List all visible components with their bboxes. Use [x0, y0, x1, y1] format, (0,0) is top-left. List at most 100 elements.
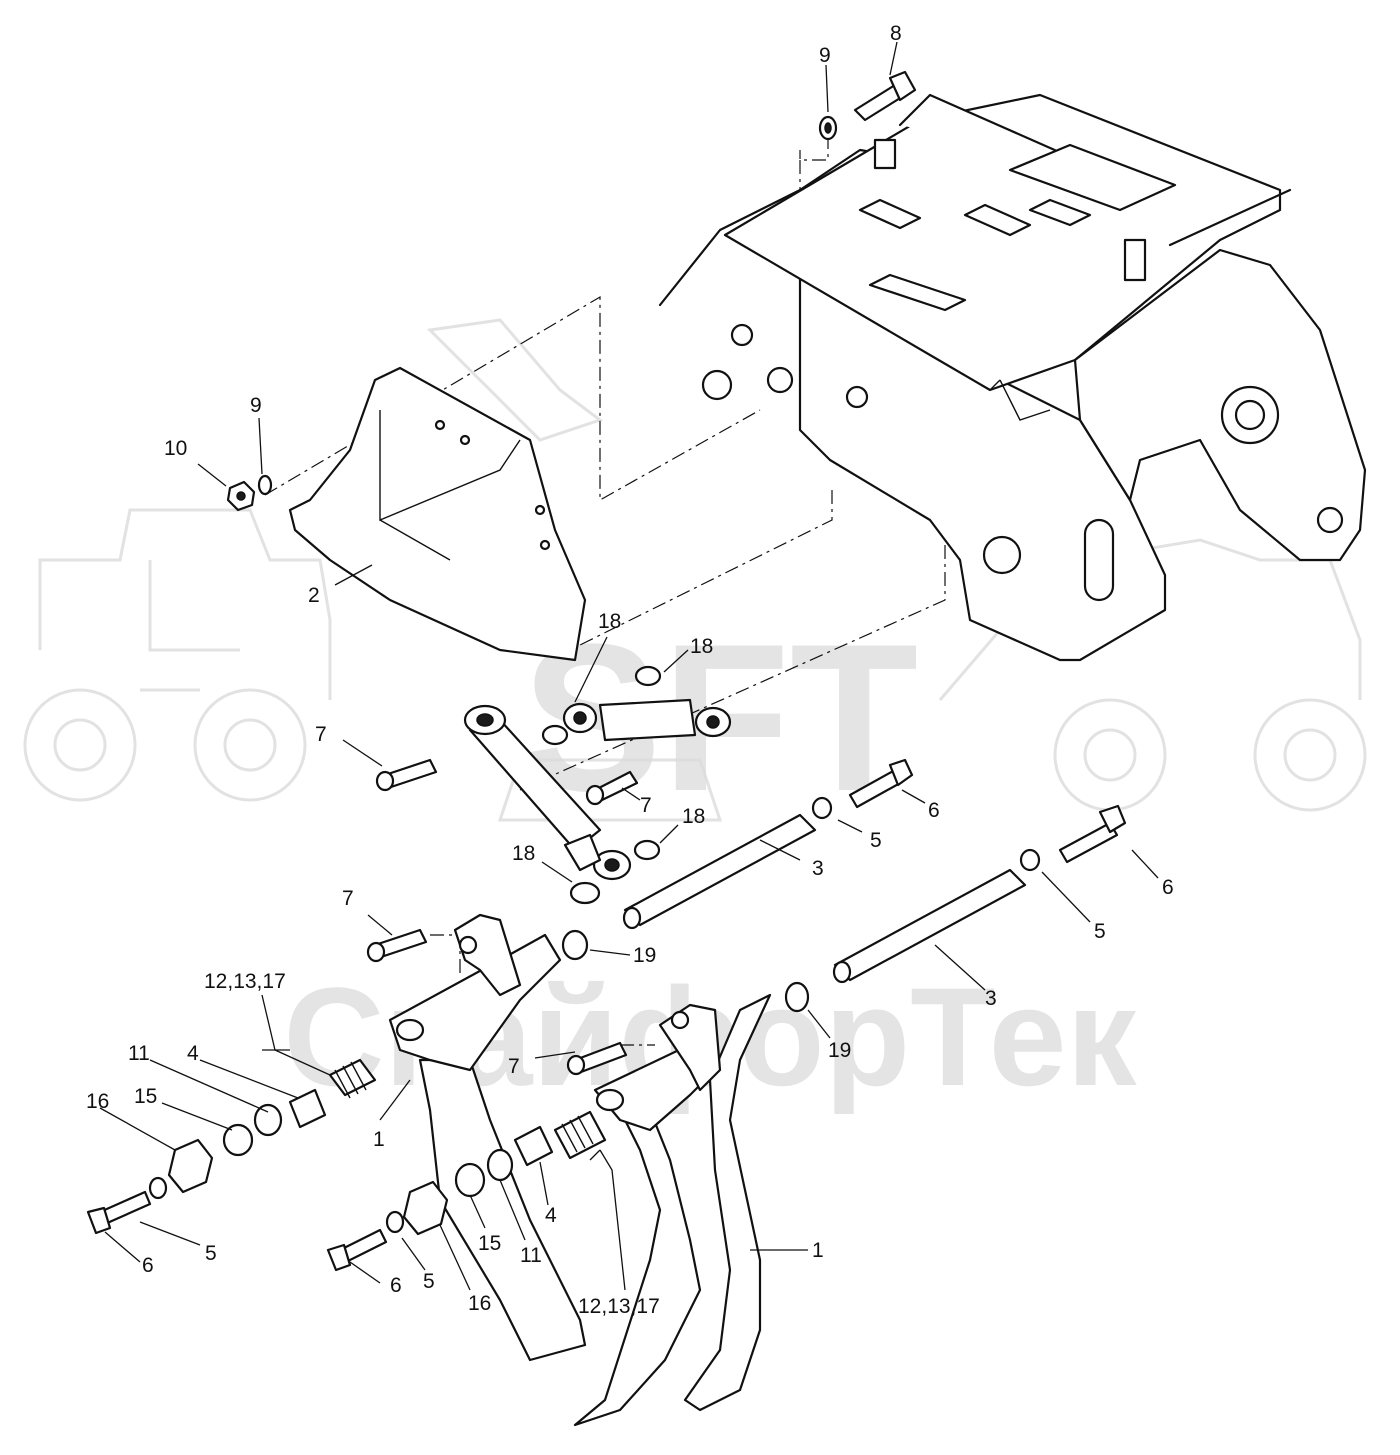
pin-7-c-head [366, 941, 386, 963]
spring-12-left-coils [334, 1061, 367, 1099]
ring-19-lower [784, 981, 810, 1013]
callout-9-top: 9 [819, 44, 831, 67]
pins-7-upper [375, 758, 639, 806]
callout-19-b: 19 [828, 1039, 851, 1062]
washer-5-lower [1019, 848, 1041, 872]
frame-bracket-b [1123, 238, 1147, 282]
callout-11-b: 11 [520, 1244, 542, 1267]
washer-9-top-hole [824, 122, 832, 134]
pedal-right-tail [683, 993, 772, 1412]
callout-10: 10 [164, 437, 187, 460]
callout-12-13-17-b: 12,13,17 [578, 1295, 660, 1318]
callout-18-c: 18 [682, 805, 705, 828]
floor-plate-2 [226, 366, 587, 662]
frame-slot-1 [868, 273, 967, 312]
callout-6-c: 6 [142, 1254, 154, 1277]
cylinder-right [562, 698, 732, 742]
nut-16-right [402, 1180, 449, 1236]
frame-hole-5 [982, 535, 1022, 575]
callout-6-a: 6 [928, 799, 940, 822]
callout-18-a: 18 [598, 610, 621, 633]
callout-18-b: 18 [690, 635, 713, 658]
bushing-18-d [569, 881, 601, 905]
callout-19-a: 19 [633, 944, 656, 967]
callout-7-a: 7 [315, 723, 327, 746]
frame-slot-4 [858, 198, 922, 230]
floor-plate-hole-3 [534, 504, 546, 516]
bolt-6-lower-head [1098, 804, 1127, 834]
callout-11-a: 11 [128, 1042, 150, 1065]
shaft-3-lower-end [832, 960, 852, 984]
callout-labels: 8 9 9 10 2 18 18 18 18 7 7 7 7 6 6 6 6 5… [86, 22, 1174, 1318]
cylinder-left-rod [563, 833, 602, 872]
callout-5-c: 5 [205, 1242, 217, 1265]
chassis-frame [658, 93, 1367, 662]
pedal-right-arm [573, 1108, 702, 1427]
frame-edge-line [989, 379, 1051, 421]
callout-5-b: 5 [1094, 920, 1106, 943]
pedal-left-lever [453, 913, 522, 997]
bolt-6-upper-head [888, 758, 914, 787]
watermark-excavator [426, 318, 723, 822]
frame-plate-cover [1008, 143, 1177, 212]
pedal-left-hub [388, 933, 562, 1072]
callout-15-a: 15 [134, 1085, 157, 1108]
floor-plate-hole-1 [434, 419, 446, 431]
cylinder-left-eye-top-bore [476, 713, 494, 727]
frame-hole-2 [701, 369, 733, 401]
pedal-right-hardware [326, 1041, 628, 1272]
bushing-18-c [633, 839, 661, 861]
frame-hole-3 [766, 366, 794, 394]
callout-2: 2 [308, 584, 320, 607]
shaft-upper-assembly [622, 758, 914, 930]
pedal-right-lever-bore [670, 1010, 690, 1030]
ring-19-upper [561, 929, 589, 961]
pedal-1-left [388, 913, 587, 1362]
bushing-4-right [513, 1125, 554, 1167]
leader-lines [99, 41, 1159, 1291]
callout-7-b: 7 [640, 794, 652, 817]
lockwasher-15-right [454, 1162, 486, 1198]
frame-hole-4 [845, 385, 869, 409]
floor-plate-rib [379, 410, 521, 561]
pedal-left-bore [395, 1018, 425, 1042]
bolt-6-right-head [326, 1243, 352, 1272]
callout-3-b: 3 [985, 987, 997, 1010]
cylinder-left-eye-bottom-bore [604, 858, 620, 872]
ring-11-right [486, 1148, 514, 1182]
callout-16-a: 16 [86, 1090, 109, 1113]
callout-16-b: 16 [468, 1292, 491, 1315]
floor-plate-body [288, 366, 587, 662]
pedal-left-hardware [86, 928, 428, 1235]
floor-plate-hole-2 [459, 434, 471, 446]
bolt-8-head [888, 70, 917, 102]
frame-right-leg [1073, 248, 1367, 562]
callout-4-b: 4 [545, 1204, 557, 1227]
spring-12-right-coils [561, 1115, 594, 1153]
frame-pivot-small [1316, 506, 1344, 534]
washer-5-upper [811, 796, 833, 820]
frame-pivot-inner [1234, 399, 1266, 431]
pedal-1-right [573, 993, 772, 1427]
frame-bracket-a [873, 138, 897, 170]
floor-plate-hole-4 [539, 539, 551, 551]
washer-9-side [257, 474, 273, 496]
cylinder-right-eye-left-bore [573, 711, 587, 725]
bolt-8-assembly [818, 70, 917, 141]
pedal-left-lever-bore [458, 935, 478, 955]
callout-7-c: 7 [342, 887, 354, 910]
pin-7-a-head [375, 770, 395, 792]
callout-6-d: 6 [390, 1274, 402, 1297]
callout-7-d: 7 [508, 1055, 520, 1078]
callout-15-b: 15 [478, 1232, 501, 1255]
pedal-right-bore [595, 1088, 625, 1112]
frame-hole-1 [730, 323, 754, 347]
callout-5-a: 5 [870, 829, 882, 852]
callout-3-a: 3 [812, 857, 824, 880]
watermark-tractor-left [23, 508, 332, 802]
callout-4-a: 4 [187, 1042, 199, 1065]
frame-rear-rail [898, 93, 1292, 247]
pin-7-d-head [566, 1054, 586, 1076]
pin-7-b-head [585, 784, 605, 806]
nut-16-left [167, 1138, 214, 1194]
